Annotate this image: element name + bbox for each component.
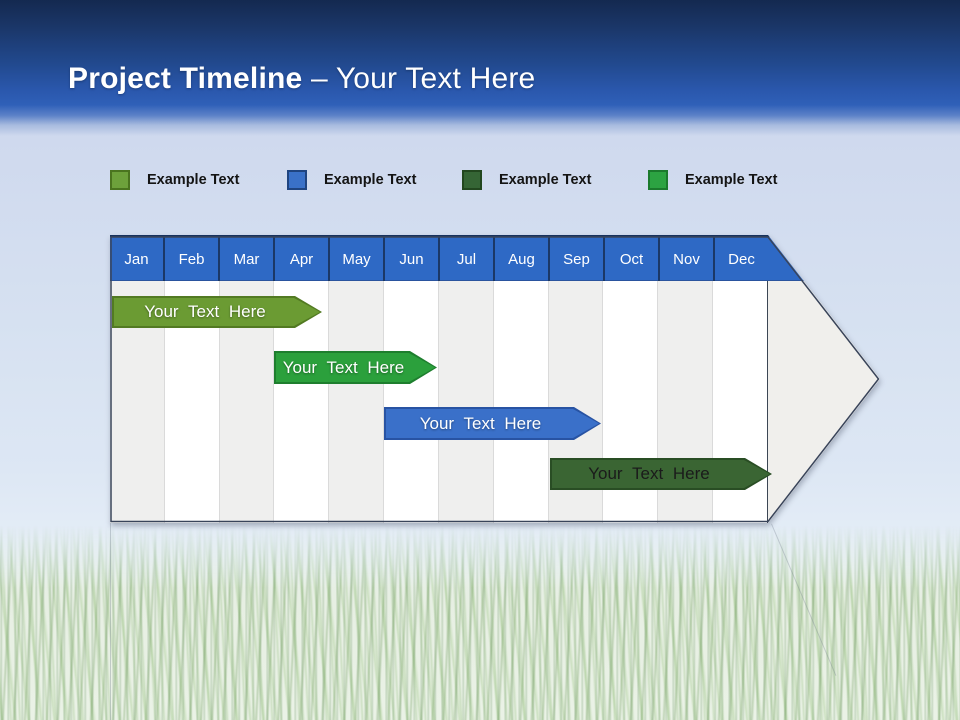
column-aug (492, 281, 548, 523)
column-may (328, 281, 384, 523)
task-bar-label: Your Text Here (276, 353, 435, 382)
grass-decoration (0, 525, 960, 720)
legend-label: Example Text (499, 172, 592, 188)
column-jun (383, 281, 438, 523)
task-bar-2: Your Text Here (274, 351, 437, 384)
legend-swatch-icon (648, 170, 668, 190)
legend-label: Example Text (685, 172, 778, 188)
task-bar-4: Your Text Here (550, 458, 772, 490)
legend-swatch-icon (110, 170, 130, 190)
month-cell-may: May (328, 237, 383, 281)
page-title-subtitle: – Your Text Here (310, 62, 536, 95)
month-cell-apr: Apr (273, 237, 328, 281)
page-title: Project Timeline – Your Text Here (68, 60, 535, 98)
legend-swatch-icon (462, 170, 482, 190)
task-bar-3: Your Text Here (384, 407, 601, 440)
month-cell-oct: Oct (603, 237, 658, 281)
legend-swatch-icon (287, 170, 307, 190)
month-cell-jul: Jul (438, 237, 493, 281)
month-cell-sep: Sep (548, 237, 603, 281)
task-bar-label: Your Text Here (552, 460, 770, 488)
column-jul (437, 281, 493, 523)
month-cell-nov: Nov (658, 237, 713, 281)
month-cell-dec: Dec (713, 237, 768, 281)
title-band: Project Timeline – Your Text Here (0, 0, 960, 136)
month-cell-jan: Jan (124, 250, 149, 268)
month-cell-jun: Jun (383, 237, 438, 281)
month-cell-aug: Aug (493, 237, 548, 281)
task-bar-label: Your Text Here (386, 409, 599, 438)
page-title-main: Project Timeline (68, 62, 303, 95)
legend-label: Example Text (147, 172, 240, 188)
month-cell-feb: Feb (163, 237, 218, 281)
table-edge-shadow-line (110, 523, 111, 720)
task-bar-1: Your Text Here (112, 296, 322, 328)
legend-label: Example Text (324, 172, 417, 188)
task-bar-label: Your Text Here (114, 298, 320, 326)
month-cell-mar: Mar (218, 237, 273, 281)
